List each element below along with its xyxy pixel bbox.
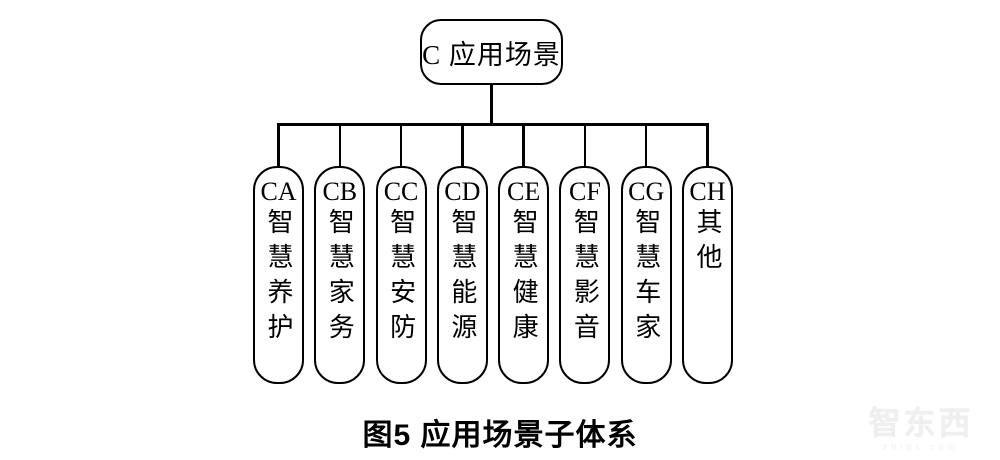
- child-node-cg: CG 智慧车家: [620, 125, 672, 384]
- child-node-ca: CA 智慧养护: [253, 125, 304, 384]
- watermark-url: zhidx.com: [882, 442, 960, 452]
- child-node-name: 智慧能源: [447, 208, 477, 348]
- child-node-name: 智慧车家: [631, 208, 661, 348]
- connector-horizontal-rail: [277, 123, 709, 126]
- child-node-code: CG: [628, 177, 665, 206]
- child-node-code: CC: [383, 177, 419, 206]
- child-node-code: CF: [569, 177, 601, 206]
- child-node-code: CB: [322, 177, 358, 206]
- child-node-ch: CH 其他: [681, 125, 733, 384]
- child-node-name: 智慧安防: [386, 208, 416, 348]
- child-node-name: 智慧健康: [509, 208, 539, 348]
- child-node-cd: CD 智慧能源: [436, 125, 488, 384]
- child-node-code: CH: [689, 177, 726, 206]
- child-node-name: 智慧养护: [264, 208, 293, 348]
- child-node-ce: CE 智慧健康: [498, 125, 550, 384]
- watermark: 智东西 zhidx.com: [856, 406, 986, 452]
- root-node-label: C 应用场景: [422, 39, 561, 70]
- child-node-code: CE: [507, 177, 541, 206]
- connector-root-stub: [490, 85, 493, 124]
- watermark-logo: 智东西: [868, 405, 974, 441]
- figure-caption: 图5 应用场景子体系: [362, 419, 638, 452]
- child-node-code: CD: [444, 177, 481, 206]
- child-node-name: 智慧家务: [325, 208, 355, 348]
- child-node-name: 其他: [692, 208, 722, 278]
- child-node-name: 智慧影音: [570, 208, 600, 348]
- root-node: C 应用场景: [420, 19, 563, 85]
- child-node-cc: CC 智慧安防: [375, 125, 427, 384]
- child-node-cf: CF 智慧影音: [559, 125, 611, 384]
- child-node-cb: CB 智慧家务: [314, 125, 366, 384]
- children-row: CA 智慧养护 CB 智慧家务 CC 智慧安防 CD 智慧能源 CE 智慧健康 …: [253, 125, 733, 384]
- child-node-code: CA: [260, 177, 297, 206]
